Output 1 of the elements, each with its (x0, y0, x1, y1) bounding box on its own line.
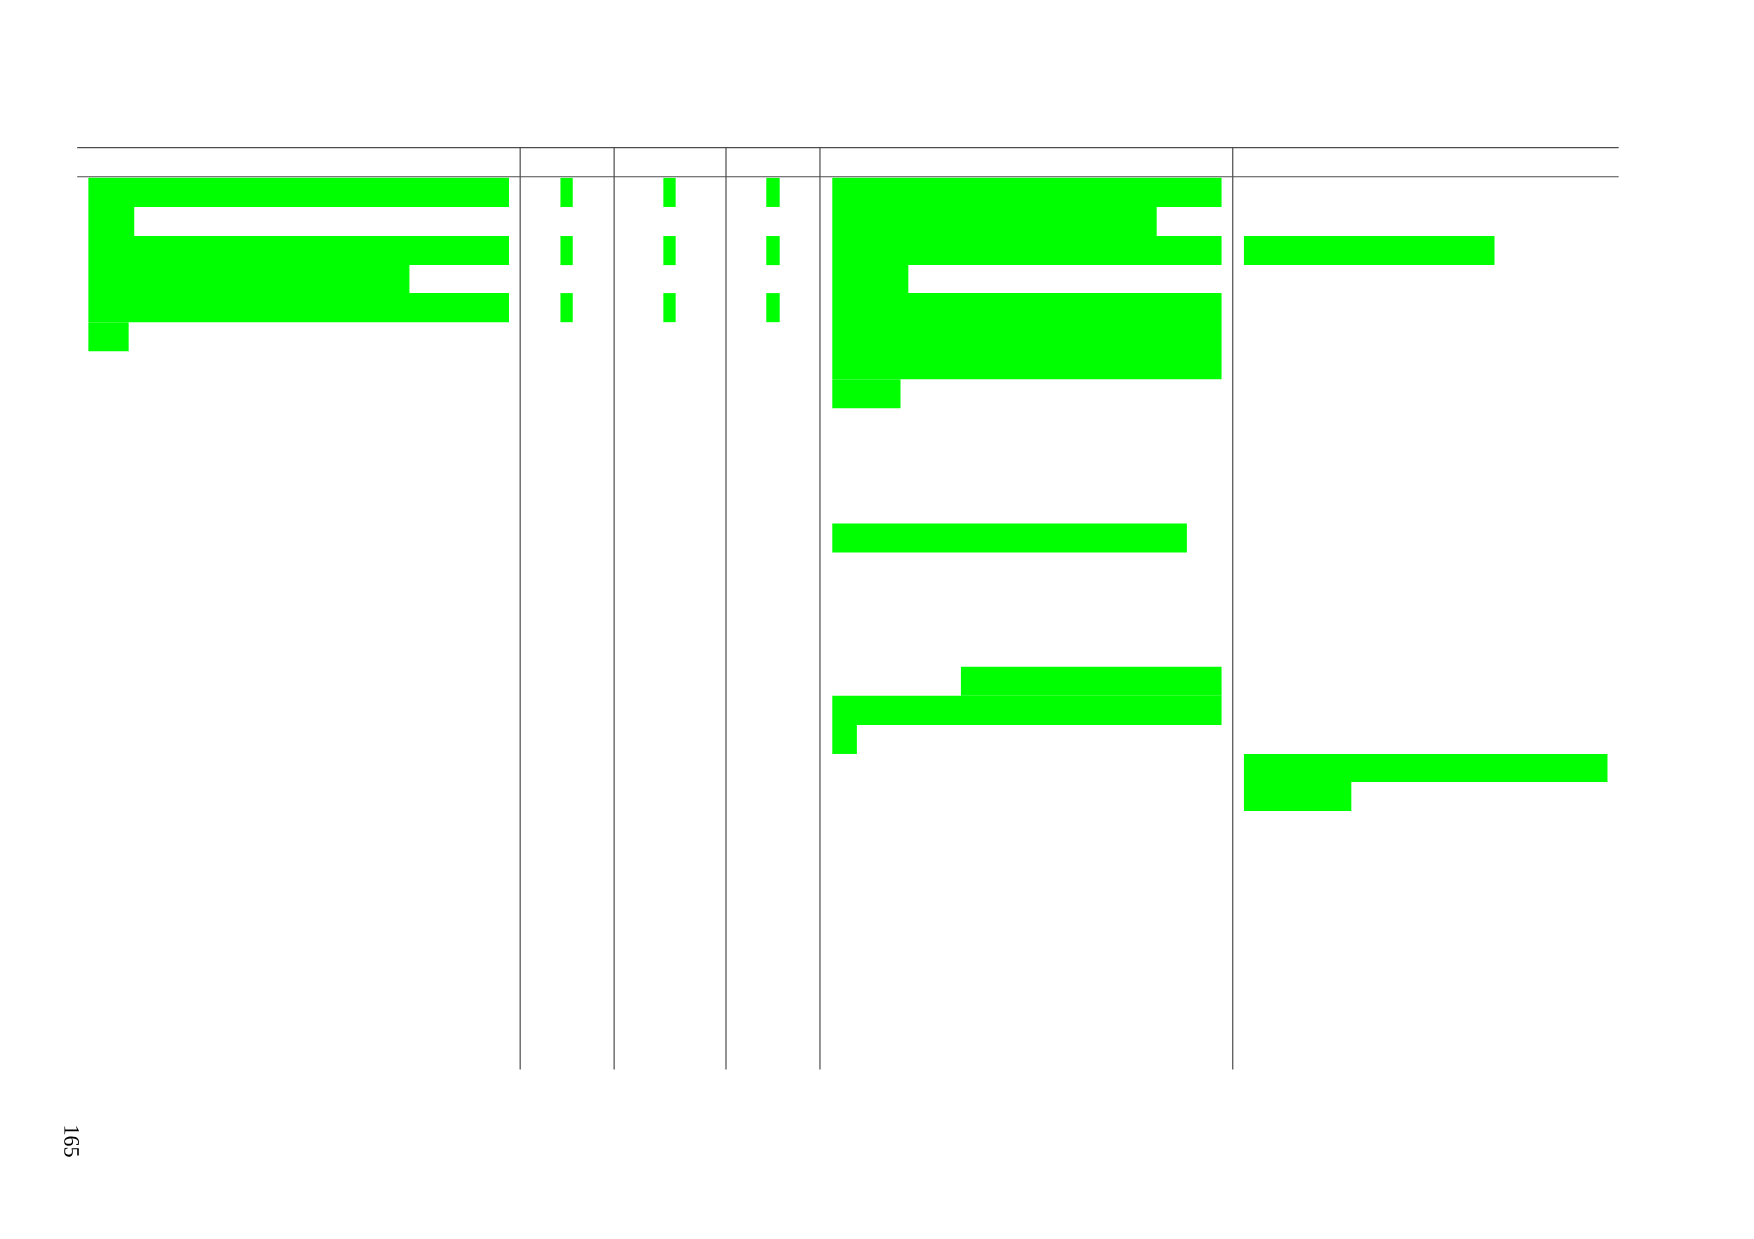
page-number: 165 (64, 1126, 79, 1157)
